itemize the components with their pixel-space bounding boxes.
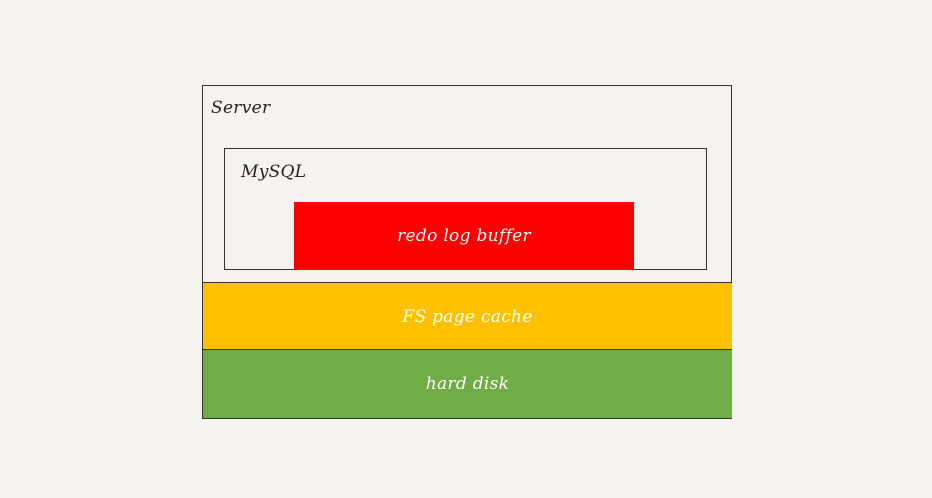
redo-log-buffer-label: redo log buffer	[397, 226, 531, 246]
hard-disk-block: hard disk	[203, 350, 732, 418]
fs-page-cache-label: FS page cache	[402, 306, 533, 327]
fs-disk-divider	[202, 349, 732, 351]
mysql-label: MySQL	[241, 162, 307, 182]
server-fs-divider	[202, 282, 732, 284]
redo-log-buffer-block: redo log buffer	[294, 202, 634, 270]
server-label: Server	[211, 98, 271, 118]
fs-page-cache-block: FS page cache	[203, 283, 732, 350]
hard-disk-label: hard disk	[425, 374, 510, 394]
server-box	[202, 85, 732, 419]
